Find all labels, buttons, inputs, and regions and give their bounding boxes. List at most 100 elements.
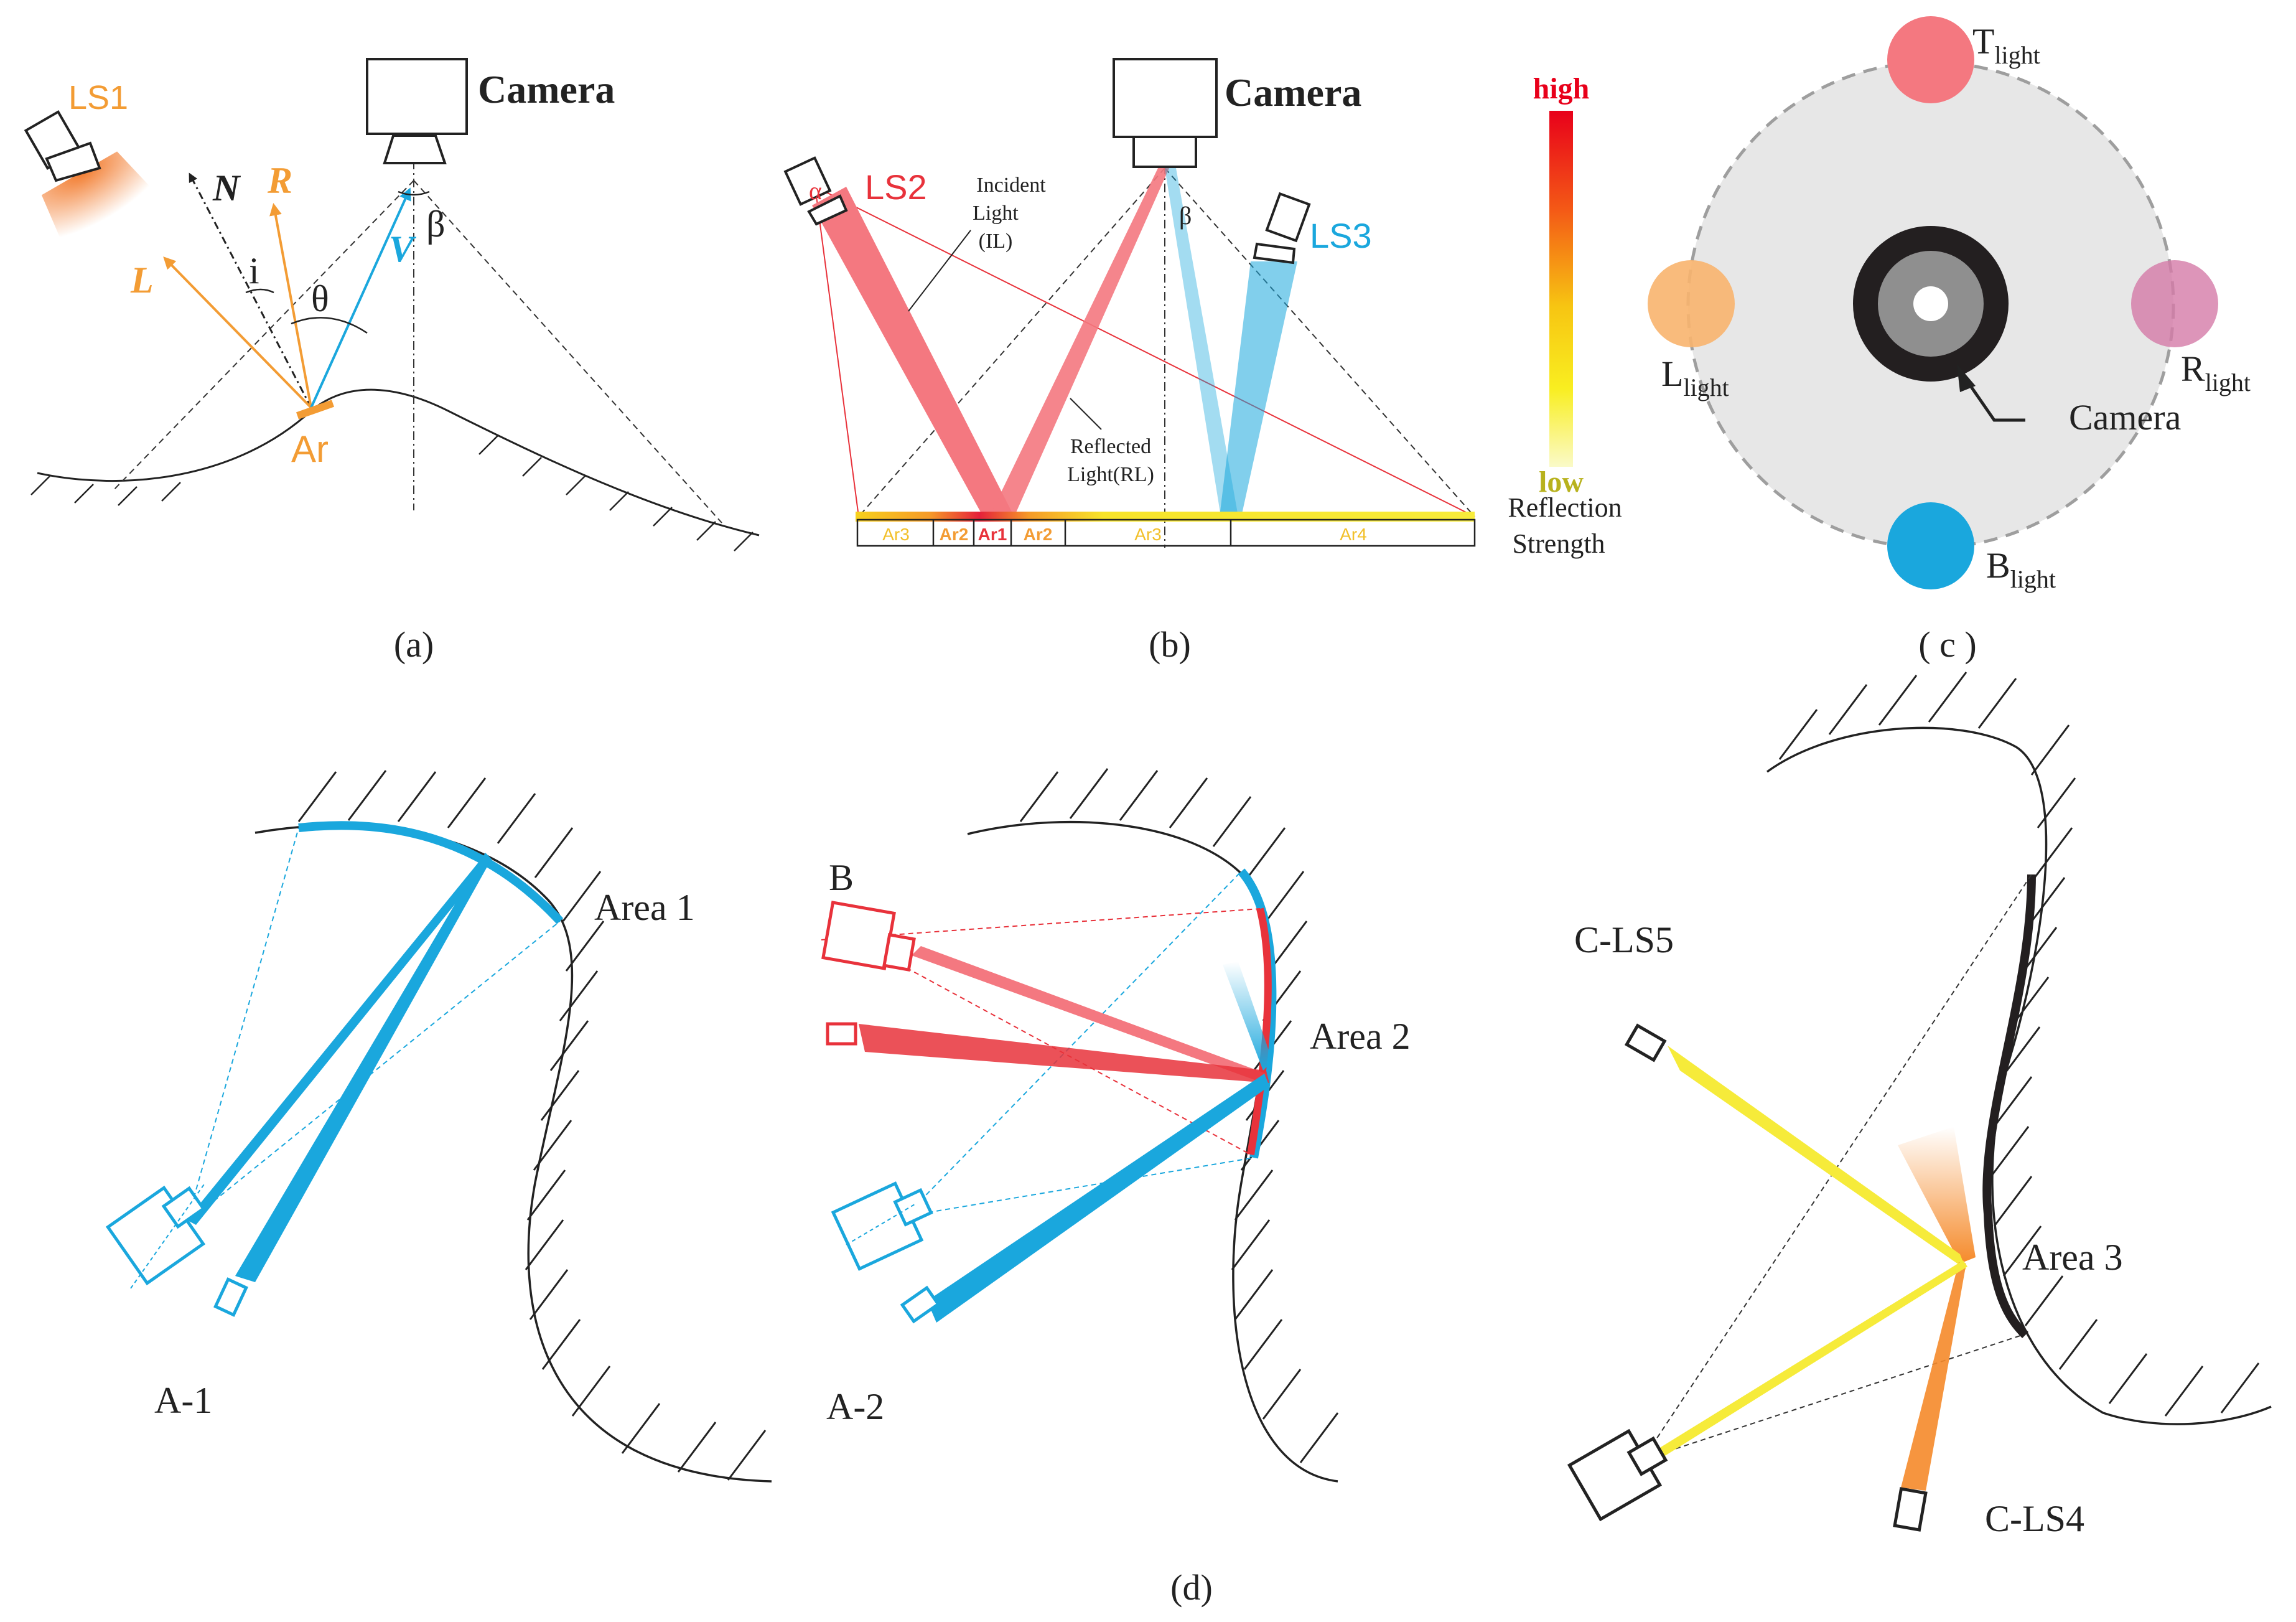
reflection-scale-bar (1549, 111, 1573, 467)
b-light (1887, 502, 1974, 589)
a1-camera-axis (130, 1182, 206, 1289)
t-light-label: Tlight (1972, 21, 2040, 69)
camera-label-b: Camera (1225, 70, 1361, 115)
a2-red-camera-icon (821, 901, 916, 972)
beta-label-b: β (1179, 202, 1192, 230)
incident-beam-red (812, 187, 1014, 517)
area1-highlight (298, 821, 564, 924)
angle-arc-i (245, 288, 274, 294)
label-i: i (249, 250, 259, 291)
label-l: L (130, 260, 154, 301)
ls3-beam-blue (1220, 261, 1297, 517)
ls2-lamp-icon (783, 156, 848, 226)
c-ls4-lamp-icon (1893, 1487, 1928, 1532)
camera-pointer-head (1957, 364, 1976, 392)
label-r: R (267, 160, 292, 201)
region-label-ar3-left: Ar3 (882, 525, 910, 544)
camera-pointer-arrow (1964, 378, 2025, 422)
surface-hatch-a (30, 435, 754, 551)
area2-highlight-blue (1238, 868, 1277, 1159)
r-light (2131, 260, 2218, 347)
label-ar: Ar (291, 428, 329, 470)
area3-highlight (1982, 874, 2036, 1338)
c-camera-reflect-beam (1646, 1260, 1967, 1464)
a1-lamp-icon (213, 1277, 248, 1317)
caption-d: (d) (1170, 1567, 1213, 1608)
reflected-beam-blue (1165, 168, 1238, 517)
panel-a: Camera LS1 N R L V i θ β Ar (a) (24, 58, 760, 665)
ar-patch (296, 400, 334, 420)
scale-high-label: high (1533, 72, 1590, 105)
incident-label-1: Incident (976, 174, 1046, 197)
normal-vector-n (189, 172, 312, 408)
a1-incident-beam (235, 853, 492, 1282)
camera-lens-icon (1853, 226, 2009, 382)
light-vector-l (163, 256, 312, 409)
a1-camera-icon (105, 1185, 206, 1286)
incident-label-2: Light (973, 202, 1019, 225)
area2-highlight-red (1247, 907, 1272, 1155)
region-label-ar3-right: Ar3 (1134, 525, 1162, 544)
view-vector-v (310, 187, 411, 408)
c-ls5-label: C-LS5 (1574, 919, 1674, 960)
panel-b: Ar3 Ar2 Ar1 Ar2 Ar3 Ar4 Camera α LS2 LS3… (783, 58, 1622, 665)
a1-fov-lines (186, 827, 561, 1224)
a1-reflected-beam (187, 854, 492, 1225)
a2-blue-lamp-icon (900, 1285, 941, 1324)
b-light-label: Blight (1986, 545, 2056, 593)
panel-d-c: C-LS5 Area 3 C-LS4 (1567, 672, 2272, 1539)
surface-hatch-a1 (297, 770, 767, 1481)
l-light (1648, 260, 1735, 347)
scale-title-2: Strength (1512, 528, 1605, 559)
region-label-ar2-left: Ar2 (940, 525, 969, 544)
area2-label: Area 2 (1310, 1016, 1411, 1057)
a2-label: A-2 (826, 1386, 884, 1427)
caption-c: ( c ) (1918, 624, 1976, 665)
c-fan-orange (1898, 1127, 1976, 1263)
label-v: V (389, 228, 417, 270)
a2-red-incident (859, 1024, 1269, 1083)
angle-arc-theta (291, 317, 368, 334)
ls1-lamp-icon (24, 110, 154, 244)
ls2-alpha: α (809, 177, 822, 205)
area3-label: Area 3 (2022, 1237, 2123, 1278)
label-n: N (212, 167, 241, 209)
incident-leader (908, 230, 971, 312)
panel-c: Camera Tlight Llight Rlight Blight ( c ) (1648, 16, 2251, 665)
camera-b (1113, 58, 1218, 168)
label-beta: β (426, 204, 446, 245)
b-camera-label: B (829, 857, 854, 898)
reflected-label-2: Light(RL) (1067, 463, 1154, 486)
ls1-label: LS1 (68, 79, 128, 116)
a2-blue-camera-icon (831, 1181, 933, 1271)
camera-a (366, 58, 468, 164)
region-box (856, 518, 1476, 547)
region-label-ar2-right: Ar2 (1024, 525, 1053, 544)
a2-blue-incident (927, 1074, 1269, 1323)
reflect-vector-r (269, 203, 312, 408)
panel-d-a1: Area 1 A-1 (105, 770, 772, 1483)
camera-label-a: Camera (478, 67, 615, 111)
camera-label-c: Camera (2069, 397, 2181, 438)
ls3-label: LS3 (1310, 216, 1372, 255)
panel-d-a2: B Area 2 A-2 (821, 768, 1411, 1483)
angle-arc-beta (398, 190, 430, 196)
reflected-leader (1070, 398, 1102, 430)
surface-hatch-c (1778, 672, 2260, 1417)
ls2-cone-lines (814, 186, 1475, 517)
surface-curve-c (1766, 726, 2272, 1425)
label-theta: θ (311, 278, 329, 319)
t-light (1887, 16, 1974, 103)
incident-label-3: (IL) (979, 230, 1013, 253)
ls2-label: LS2 (865, 167, 927, 207)
camera-fov-a (111, 124, 722, 523)
c-ls5-beam (1668, 1046, 1966, 1270)
surface-curve-a (37, 388, 760, 537)
scale-title-1: Reflection (1508, 492, 1622, 523)
scale-low-label: low (1539, 466, 1584, 499)
reflected-label-1: Reflected (1070, 435, 1151, 458)
a2-red-lamp-icon (826, 1022, 857, 1046)
a2-red-reflected (912, 946, 1266, 1083)
region-label-ar4: Ar4 (1340, 525, 1367, 544)
